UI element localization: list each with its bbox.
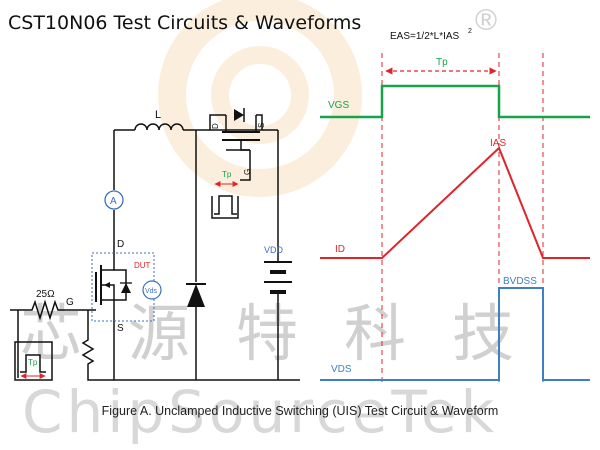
gate-resistor xyxy=(10,299,96,321)
clamp-mosfet xyxy=(222,115,260,151)
ammeter: A xyxy=(104,190,124,210)
dut-source-lead xyxy=(101,299,115,318)
page-title: CST10N06 Test Circuits & Waveforms xyxy=(8,12,362,34)
clamp-pulse-box xyxy=(211,196,239,219)
inductor-coil xyxy=(134,123,184,131)
dut-drain-lead xyxy=(101,262,115,271)
formula-superscript: 2 xyxy=(468,28,472,35)
id-label: ID xyxy=(335,244,345,255)
freewheel-diode xyxy=(186,283,206,307)
clamp-body-diode xyxy=(234,109,244,121)
eas-formula: EAS=1/2*L*IAS 2 xyxy=(390,28,472,42)
dut-label: DUT xyxy=(134,261,151,270)
clamp-source-wire xyxy=(256,114,263,130)
gate-label: G xyxy=(66,297,74,308)
pulse-waveform xyxy=(20,354,46,373)
dut-body-diode xyxy=(121,283,131,293)
vds-label: VDS xyxy=(331,364,352,375)
gate-drive xyxy=(10,299,114,381)
watermark-logo-inner xyxy=(211,46,309,144)
vgs-trace xyxy=(320,84,590,119)
clamp-gate-label: G xyxy=(243,169,252,175)
figure-caption: Figure A. Unclamped Inductive Switching … xyxy=(101,404,499,418)
clamp-gate-lead xyxy=(240,140,250,151)
bvdss-label: BVDSS xyxy=(503,276,537,287)
vdd-label: VDD xyxy=(264,245,284,255)
ias-label: IAS xyxy=(490,138,506,149)
vds-trace xyxy=(320,287,590,381)
dut-arrow xyxy=(104,282,110,288)
id-trace xyxy=(320,146,590,259)
ammeter-label: A xyxy=(110,196,117,207)
vdd-source xyxy=(264,261,292,300)
clamp-drain-label: D xyxy=(211,123,220,129)
source-label: S xyxy=(117,323,124,334)
clamp-source-label: S xyxy=(257,123,266,128)
dut-body xyxy=(101,284,115,300)
clamp-pulse-waveform xyxy=(214,195,237,215)
clamp-gate-wire xyxy=(240,150,251,181)
bottom-rail xyxy=(113,318,300,381)
vds-meter: Vds xyxy=(142,280,162,300)
resistor-label: 25Ω xyxy=(36,289,55,300)
clamp-pulse xyxy=(211,195,239,219)
freewheel-diode-body xyxy=(187,284,205,307)
input-tp-label: Tp xyxy=(28,358,38,367)
clamp-tp-label: Tp xyxy=(222,170,232,179)
clamp-drain-wire xyxy=(209,114,226,130)
watermark-latin-text: ChipSourceTek xyxy=(22,378,498,446)
ammeter-circle xyxy=(104,190,124,210)
watermark-logo-ring xyxy=(158,0,362,197)
vds-meter-circle xyxy=(142,280,162,300)
drain-label: D xyxy=(117,239,124,250)
watermark-registered-mark: ® xyxy=(475,4,497,37)
inductor-label: L xyxy=(155,109,161,121)
watermark-chinese-text: 芯源特科技 xyxy=(20,297,560,370)
vds-meter-label: Vds xyxy=(145,288,158,295)
formula-text: EAS=1/2*L*IAS xyxy=(390,31,460,42)
gate-pulldown-resistor xyxy=(81,310,114,381)
pulse-source-box xyxy=(14,341,53,381)
tp-label: Tp xyxy=(436,57,448,68)
dut-body-diode-wire xyxy=(114,269,127,301)
waveform-panel: Tp VGS ID IAS VDS BVDSS xyxy=(320,53,590,385)
vgs-label: VGS xyxy=(328,100,349,111)
